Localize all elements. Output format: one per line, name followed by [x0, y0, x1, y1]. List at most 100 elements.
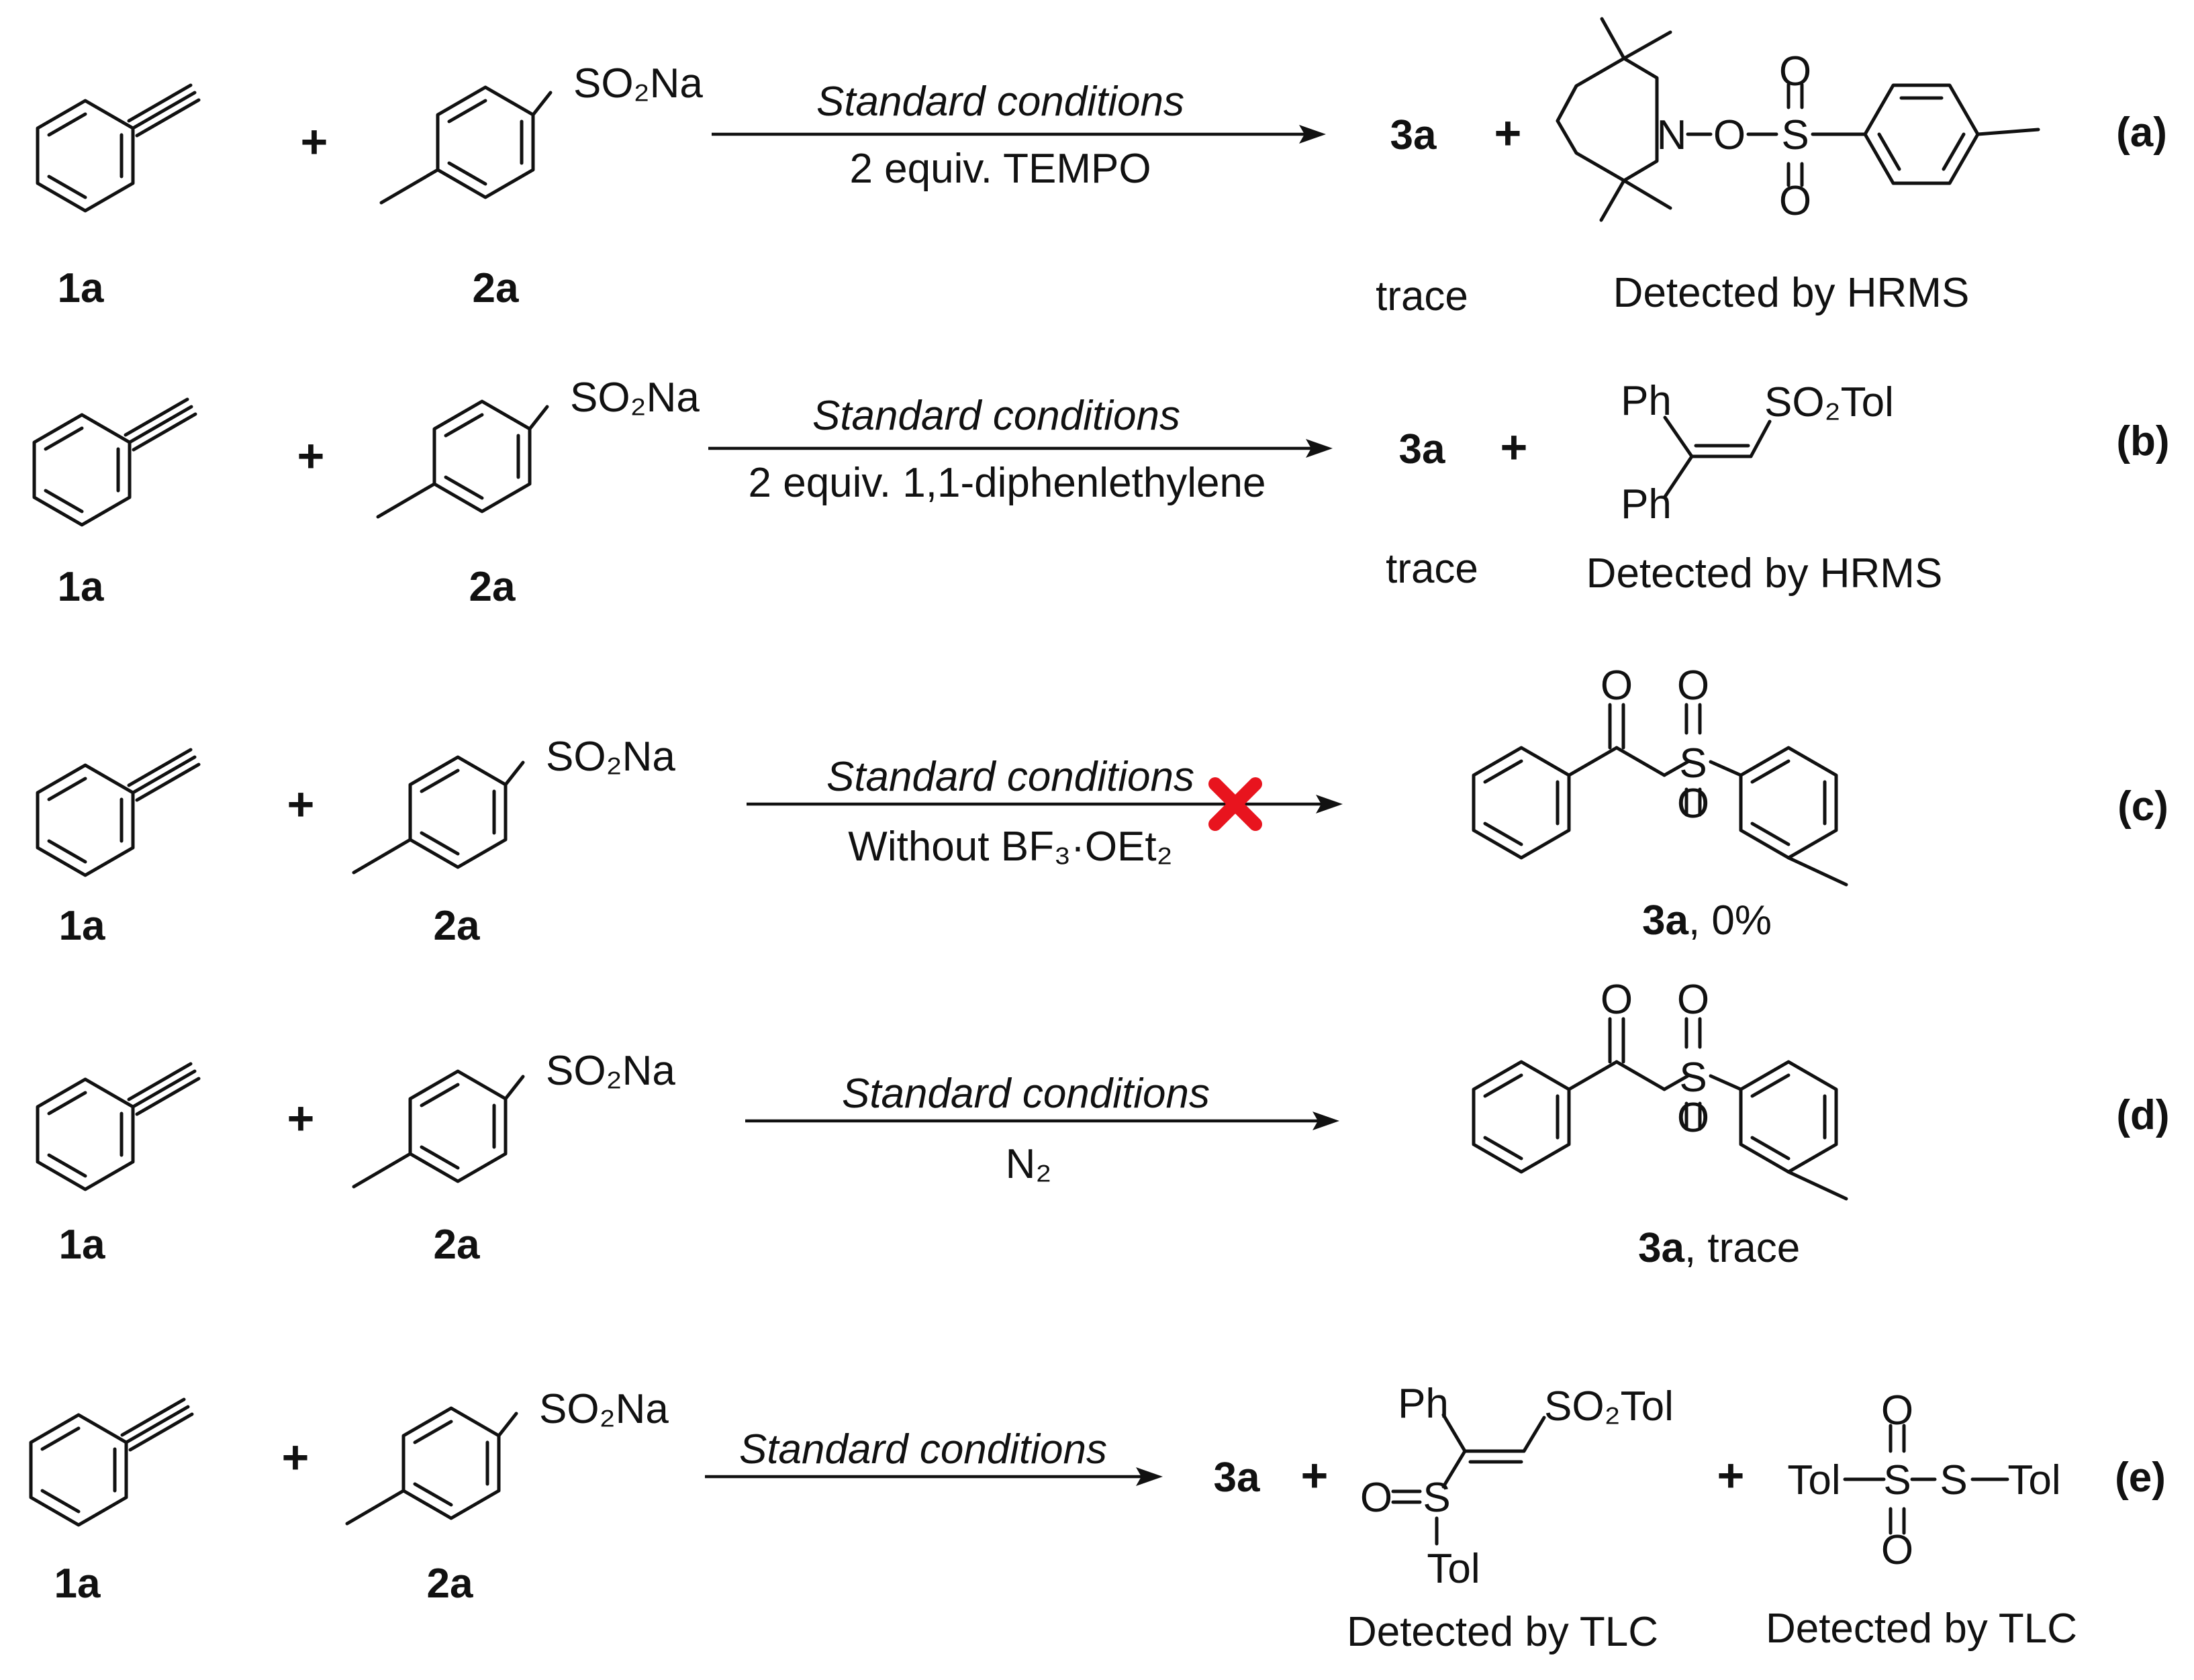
atom-o: O	[1360, 1475, 1392, 1521]
detection-note-1: Detected by TLC	[1347, 1609, 1658, 1655]
label-2a: 2a	[434, 903, 480, 949]
diphenylvinyl-sulfone-structure	[1663, 415, 1772, 499]
plus-sign: +	[1717, 1449, 1745, 1501]
atom-o-top: O	[1779, 48, 1811, 95]
plus-sign: +	[1301, 1449, 1329, 1501]
group-tol-left: Tol	[1787, 1457, 1840, 1503]
atom-o-top: O	[1677, 977, 1709, 1023]
group-tol-right: Tol	[2007, 1457, 2060, 1503]
label-3a: 3a	[1214, 1454, 1260, 1501]
phenylacetylene-structure	[38, 1064, 199, 1189]
row-tag-e: (e)	[2115, 1454, 2166, 1501]
so2na-label: SO₂Na	[546, 734, 675, 780]
label-1a: 1a	[58, 265, 104, 311]
label-1a: 1a	[54, 1561, 101, 1607]
label-2a: 2a	[469, 564, 516, 610]
label-3a: 3a	[1638, 1225, 1684, 1271]
label-2a: 2a	[473, 265, 519, 311]
conditions-bottom: 2 equiv. 1,1-diphenlethylene	[749, 460, 1266, 506]
label-2a: 2a	[427, 1561, 473, 1607]
arrow-head	[1299, 125, 1326, 144]
atom-o-top: O	[1881, 1387, 1913, 1434]
phenylacetylene-structure	[34, 399, 195, 525]
atom-o-top: O	[1677, 662, 1709, 709]
atom-carbonyl-o: O	[1601, 662, 1633, 709]
plus-sign: +	[287, 778, 315, 830]
atom-o-bottom: O	[1779, 178, 1811, 224]
sulfinate-structure	[354, 1071, 523, 1187]
label-1a: 1a	[59, 903, 105, 949]
label-3a: 3a	[1642, 897, 1688, 944]
row-tag-d: (d)	[2116, 1092, 2169, 1138]
plus-sign: +	[282, 1431, 309, 1483]
phenylacetylene-structure	[38, 750, 199, 875]
so2na-label: SO₂Na	[570, 375, 700, 421]
plus-sign: +	[297, 430, 325, 482]
product-yield: trace	[1376, 273, 1468, 319]
label-3a: 3a	[1399, 426, 1445, 473]
conditions-bottom: Without BF₃·OEt₂	[848, 824, 1172, 870]
thiosulfonate-structure	[1843, 1424, 2009, 1535]
conditions-top: Standard conditions	[826, 754, 1194, 800]
atom-carbonyl-o: O	[1601, 977, 1633, 1023]
arrow-head	[1316, 795, 1343, 813]
group-sulfonyl: SO₂Tol	[1764, 379, 1894, 426]
row-tag-c: (c)	[2117, 783, 2168, 830]
arrow-head	[1313, 1111, 1339, 1130]
product-yield: 3a, trace	[1638, 1225, 1800, 1271]
reaction-a: 1a + SO₂Na 2a Standard conditions 2 equi…	[38, 17, 2167, 319]
sulfinate-structure	[347, 1408, 516, 1524]
atom-o-bottom: O	[1677, 781, 1709, 827]
blocked-cross-icon	[1208, 777, 1262, 831]
conditions-top: Standard conditions	[816, 79, 1184, 125]
arrow-head	[1136, 1467, 1163, 1486]
product-3a-structure	[1474, 1019, 1846, 1199]
yield-value: , trace	[1684, 1225, 1800, 1271]
atom-s: S	[1423, 1475, 1450, 1521]
group-tol: Tol	[1427, 1546, 1480, 1592]
vinyl-sulfone-sulfoxide-structure	[1391, 1413, 1546, 1546]
atom-n: N	[1657, 112, 1687, 158]
so2na-label: SO₂Na	[546, 1048, 675, 1094]
reaction-e: 1a + SO₂Na 2a Standard conditions 3a + P…	[31, 1381, 2166, 1655]
sulfinate-structure	[381, 87, 551, 203]
phenylacetylene-structure	[38, 85, 199, 211]
detection-note-2: Detected by TLC	[1766, 1605, 2077, 1652]
reaction-c: 1a + SO₂Na 2a Standard conditions Withou…	[38, 662, 2168, 949]
conditions-bottom: 2 equiv. TEMPO	[849, 146, 1151, 192]
group-ph-bottom: Ph	[1621, 481, 1672, 528]
yield-value: , 0%	[1688, 897, 1772, 944]
arrow-head	[1306, 439, 1333, 458]
atom-s: S	[1679, 740, 1707, 787]
detection-note: Detected by HRMS	[1586, 550, 1943, 597]
label-3a: 3a	[1390, 112, 1437, 158]
conditions-bottom: N₂	[1006, 1141, 1052, 1187]
product-yield: 3a, 0%	[1642, 897, 1772, 944]
so2na-label: SO₂Na	[539, 1386, 669, 1432]
group-ph-top: Ph	[1621, 378, 1672, 424]
detection-note: Detected by HRMS	[1613, 270, 1970, 316]
reaction-b: 1a + SO₂Na 2a Standard conditions 2 equi…	[34, 375, 2170, 610]
conditions-top: Standard conditions	[812, 393, 1180, 439]
reaction-d: 1a + SO₂Na 2a Standard conditions N₂ O S…	[38, 977, 2170, 1271]
plus-sign: +	[1494, 107, 1522, 159]
atom-s-sulfonyl: S	[1883, 1457, 1911, 1503]
phenylacetylene-structure	[31, 1399, 192, 1525]
conditions-top: Standard conditions	[842, 1071, 1210, 1117]
row-tag-b: (b)	[2116, 418, 2169, 464]
tempo-adduct-structure	[1556, 17, 2040, 222]
product-yield: trace	[1386, 546, 1478, 592]
plus-sign: +	[287, 1092, 315, 1144]
plus-sign: +	[301, 115, 328, 168]
atom-s: S	[1679, 1054, 1707, 1101]
sulfinate-structure	[378, 401, 547, 517]
product-3a-structure	[1474, 705, 1846, 885]
atom-s-thio: S	[1940, 1457, 1967, 1503]
group-sulfonyl: SO₂Tol	[1544, 1383, 1674, 1430]
atom-o-bottom: O	[1677, 1095, 1709, 1141]
sulfinate-structure	[354, 757, 523, 873]
label-2a: 2a	[434, 1222, 480, 1268]
row-tag-a: (a)	[2116, 109, 2167, 156]
label-1a: 1a	[58, 564, 104, 610]
